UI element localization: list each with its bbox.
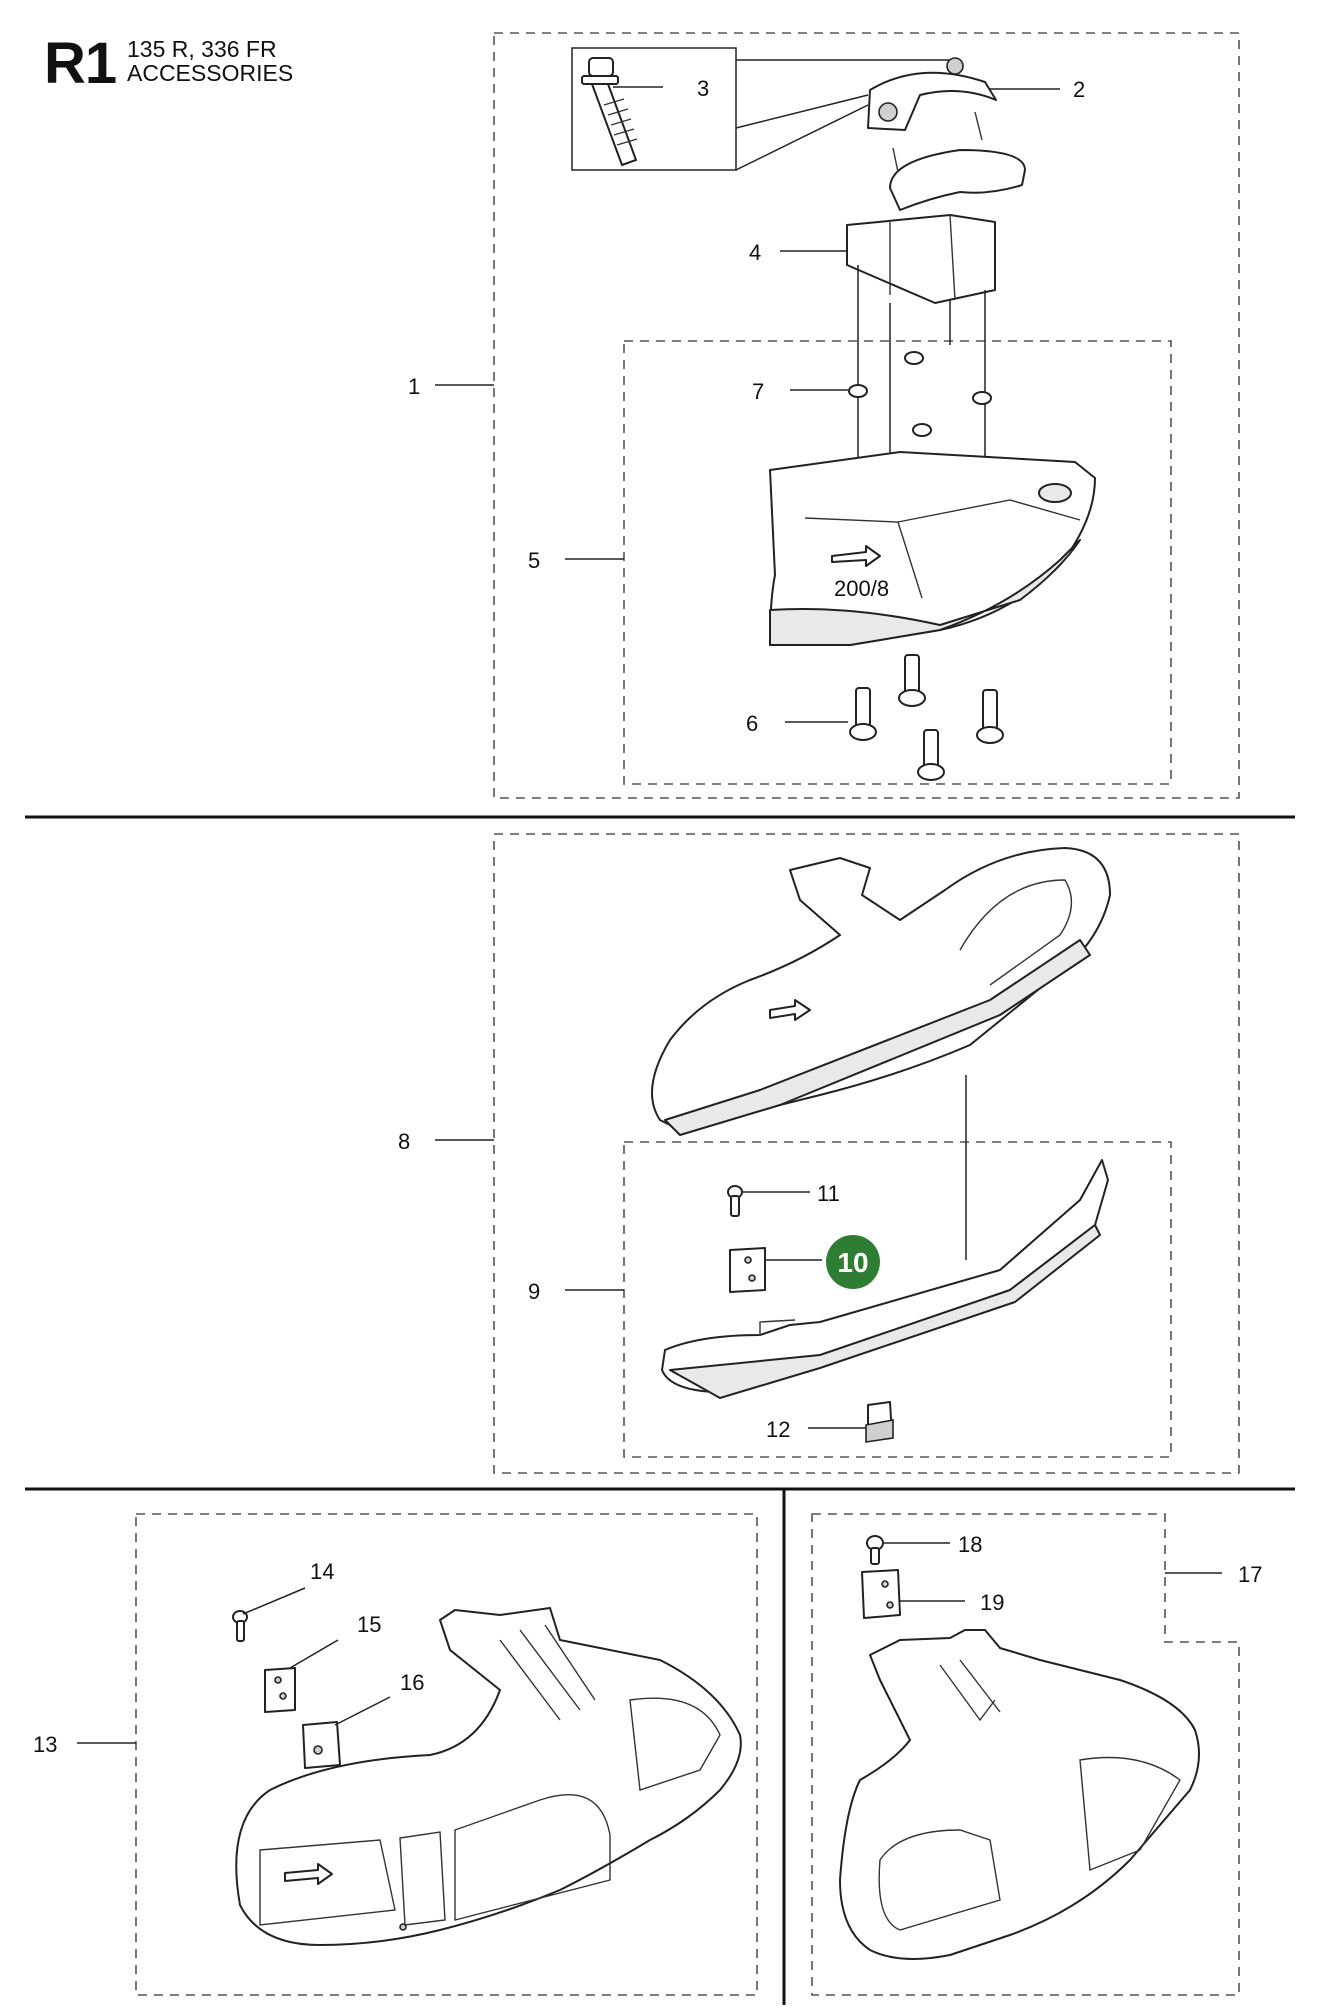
callout-4: 4 — [749, 240, 761, 265]
model-list: 135 R, 336 FR — [127, 36, 277, 62]
guard-17 — [839, 1629, 1200, 1960]
callout-10-highlight: 10 — [826, 1235, 880, 1289]
callout-11: 11 — [817, 1181, 840, 1206]
callout-19: 19 — [980, 1590, 1004, 1615]
assembly-box-1 — [493, 32, 1240, 799]
callout-12: 12 — [766, 1417, 790, 1442]
callout-3: 3 — [697, 76, 709, 101]
washers-7 — [848, 351, 992, 437]
bolt-3 — [581, 57, 638, 166]
category-title: ACCESSORIES — [127, 60, 294, 86]
section-code: R1 — [44, 31, 117, 96]
assembly-box-9 — [623, 1141, 1172, 1458]
screw-18 — [866, 1535, 884, 1565]
guard-marking: 200/8 — [834, 576, 889, 601]
screw-14 — [232, 1610, 248, 1642]
callout-17: 17 — [1238, 1562, 1262, 1587]
assembly-box-13 — [135, 1513, 758, 1996]
guard-13 — [235, 1607, 742, 1946]
callout-10: 10 — [837, 1247, 868, 1278]
callout-8: 8 — [398, 1129, 410, 1154]
assembly-box-17 — [811, 1513, 1240, 1996]
plate-19 — [861, 1569, 901, 1619]
callout-2: 2 — [1073, 77, 1085, 102]
assembly-box-8 — [493, 833, 1240, 1474]
screw-11 — [727, 1185, 743, 1217]
callout-9: 9 — [528, 1279, 540, 1304]
inset-leaders — [735, 59, 955, 171]
plate-10 — [729, 1247, 766, 1293]
callout-6: 6 — [746, 711, 758, 736]
callout-15: 15 — [357, 1612, 381, 1637]
plate-16 — [302, 1721, 341, 1769]
guard-skirt-9 — [661, 1159, 1109, 1399]
holder-4 — [846, 214, 996, 304]
assembly-box-5 — [623, 340, 1172, 785]
leader-15 — [289, 1639, 339, 1669]
leader-16 — [334, 1696, 391, 1726]
callout-7: 7 — [752, 379, 764, 404]
callout-18: 18 — [958, 1532, 982, 1557]
clip-12 — [865, 1401, 894, 1443]
screws-6 — [849, 654, 1004, 781]
leader-14 — [242, 1587, 306, 1615]
guard-8 — [651, 847, 1111, 1136]
clamp-2 — [867, 57, 1026, 211]
callout-1: 1 — [408, 374, 420, 399]
guard-5: 200/8 — [769, 451, 1096, 646]
plate-15 — [264, 1667, 296, 1713]
callout-14: 14 — [310, 1559, 334, 1584]
callout-5: 5 — [528, 548, 540, 573]
callout-16: 16 — [400, 1670, 424, 1695]
callout-13: 13 — [33, 1732, 57, 1757]
